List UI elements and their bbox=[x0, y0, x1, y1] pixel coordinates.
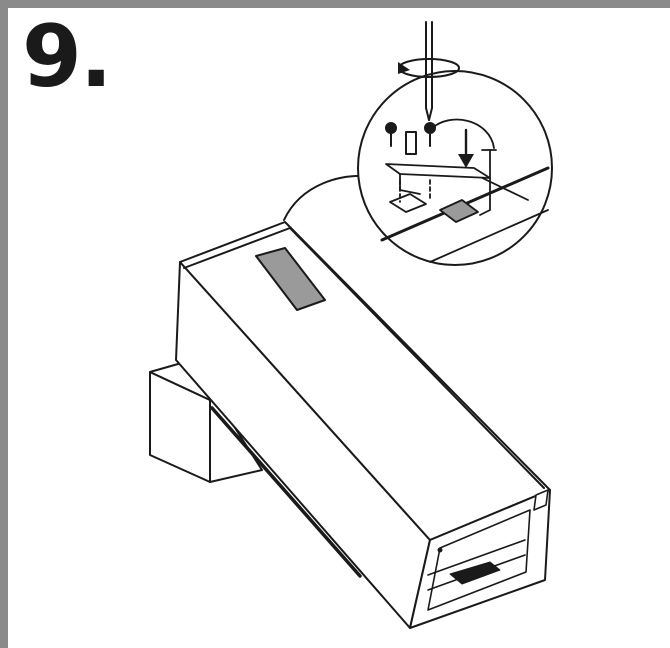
support-block bbox=[149, 361, 263, 483]
down-arrow-icon bbox=[458, 128, 474, 168]
frame-left-border bbox=[0, 0, 8, 648]
paper-exit bbox=[449, 561, 501, 585]
callout-detail bbox=[380, 118, 550, 263]
step-number: 9. bbox=[22, 7, 113, 107]
printer-body bbox=[175, 221, 551, 629]
screw-icon bbox=[385, 122, 436, 155]
frame-top-border bbox=[0, 0, 670, 8]
paper-slot bbox=[210, 406, 362, 578]
screwdriver-icon bbox=[425, 21, 433, 121]
top-window bbox=[255, 247, 326, 311]
rotation-arrow-icon bbox=[398, 58, 460, 78]
